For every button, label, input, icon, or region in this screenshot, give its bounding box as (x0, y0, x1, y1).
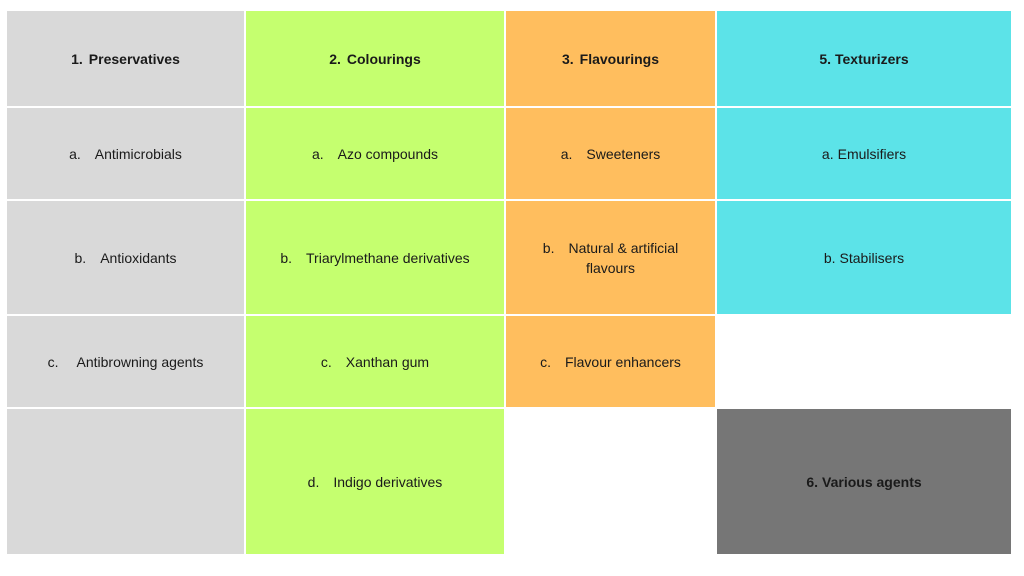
item-letter: b. (280, 249, 293, 266)
texturizers-title: Texturizers (835, 50, 909, 67)
item-letter: d. (307, 473, 320, 490)
preservatives-number: 1. (71, 50, 83, 67)
item-letter: a. (69, 145, 81, 162)
xanthan-gum-cell: c. Xanthan gum (246, 316, 504, 407)
colourings-title: Colourings (346, 50, 421, 67)
flavourings-header: 3. Flavourings (506, 11, 715, 106)
sweeteners-cell: a. Sweeteners (506, 108, 715, 199)
item-text: Sweeteners (586, 145, 661, 162)
colourings-header: 2. Colourings (246, 11, 504, 106)
stabilisers-cell: b.Stabilisers (717, 201, 1011, 314)
various-number: 6. (806, 473, 819, 490)
antibrowning-cell: c. Antibrowning agents (7, 316, 244, 407)
flavourings-number: 3. (561, 50, 574, 67)
item-letter: a. (821, 145, 834, 162)
flavour-enhancers-cell: c. Flavour enhancers (506, 316, 715, 407)
colourings-number: 2. (329, 50, 341, 67)
item-letter: b. (823, 249, 836, 266)
indigo-derivatives-cell: d. Indigo derivatives (246, 409, 504, 554)
texturizers-header: 5.Texturizers (717, 11, 1011, 106)
item-text: Xanthan gum (345, 353, 430, 370)
item-letter: c. (47, 353, 59, 370)
item-text: Antibrowning agents (76, 353, 204, 370)
antioxidants-cell: b. Antioxidants (7, 201, 244, 314)
item-letter: a. (560, 145, 573, 162)
item-text: Flavour enhancers (564, 353, 681, 370)
antimicrobials-cell: a. Antimicrobials (7, 108, 244, 199)
item-text: Triarylmethane derivatives (306, 249, 470, 266)
flavourings-title: Flavourings (579, 50, 660, 67)
item-letter: b. (74, 249, 87, 266)
preservatives-title: Preservatives (88, 50, 180, 67)
item-text: Indigo derivatives (333, 473, 443, 490)
item-letter: c. (540, 353, 551, 370)
azo-compounds-cell: a. Azo compounds (246, 108, 504, 199)
natural-artificial-flavours-cell: b. Natural & artificial flavours (506, 201, 715, 314)
item-text: Emulsifiers (837, 145, 907, 162)
triarylmethane-cell: b. Triarylmethane derivatives (246, 201, 504, 314)
various-agents-box: 6.Various agents (717, 409, 1011, 554)
item-text: Natural & artificial (568, 239, 679, 256)
item-text: Stabilisers (839, 249, 905, 266)
preservatives-empty-cell (7, 409, 244, 554)
item-text: Azo compounds (337, 145, 439, 162)
item-letter: c. (320, 353, 332, 370)
item-multiline: b. Natural & artificial flavours (543, 238, 678, 278)
various-title: Various agents (822, 473, 922, 490)
texturizers-number: 5. (819, 50, 831, 67)
item-text-line2: flavours (585, 259, 635, 276)
item-text: Antimicrobials (94, 145, 182, 162)
item-letter: b. (542, 239, 555, 256)
item-letter: a. (311, 145, 324, 162)
item-text: Antioxidants (100, 249, 177, 266)
preservatives-header: 1. Preservatives (7, 11, 244, 106)
emulsifiers-cell: a.Emulsifiers (717, 108, 1011, 199)
